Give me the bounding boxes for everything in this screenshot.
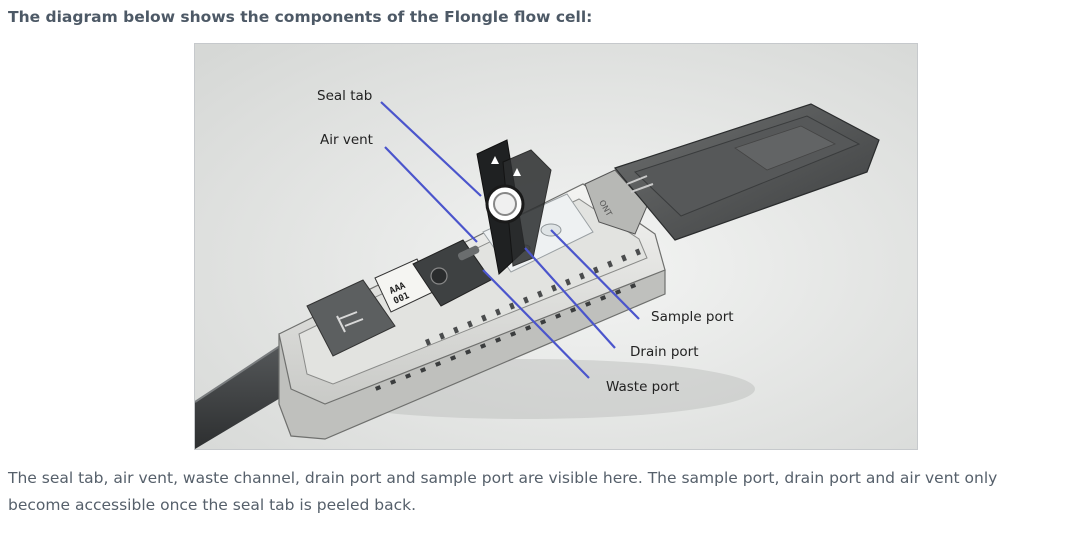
label-sample-port: Sample port [651,309,734,325]
flow-cell-diagram: AAA 001 ONT [194,43,918,450]
leader-line-seal-tab [380,101,482,197]
seal-tab [476,139,552,275]
leader-line-drain-port [524,247,616,349]
eject-button [306,279,396,357]
diagram-caption: The seal tab, air vent, waste channel, d… [8,469,998,514]
leader-line-sample-port [550,229,640,320]
label-drain-port: Drain port [630,344,699,360]
vent-grille [375,283,637,391]
label-seal-tab: Seal tab [317,88,372,104]
page-heading: The diagram below shows the components o… [8,8,593,26]
hinge-block [584,169,648,235]
flow-cell-illustration: AAA 001 ONT [195,44,917,449]
label-waste-port: Waste port [606,379,679,395]
label-air-vent: Air vent [320,132,373,148]
leader-lines [380,101,640,379]
port-module [412,239,492,307]
leader-line-air-vent [384,146,478,243]
waste-port-opening [430,267,448,285]
flow-cell-lid [613,103,880,241]
leader-line-waste-port [482,269,590,379]
